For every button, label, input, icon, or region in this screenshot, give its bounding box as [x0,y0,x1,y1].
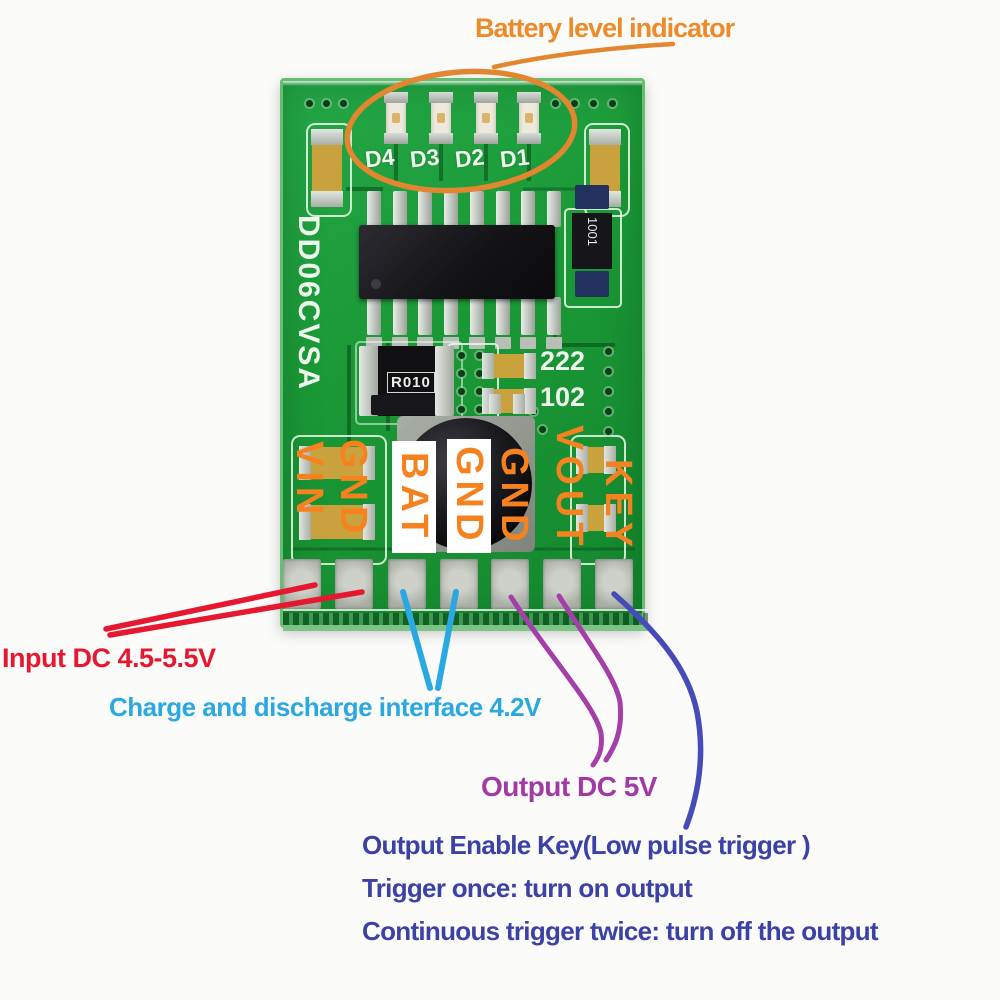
capacitor [575,271,609,297]
board-bevel [283,625,648,631]
via [458,388,465,395]
key-annotation-line3: Continuous trigger twice: turn off the o… [362,916,879,946]
pin-label-bat: BAT [392,441,436,553]
pin-label-key: KEY [597,459,639,553]
silk-line [283,609,648,611]
ic-pin [367,191,381,227]
sense-resistor-marking: R010 [387,372,435,393]
solder-pad [595,559,633,609]
input-lines [103,582,365,638]
pin-label-gnd: GND [493,447,535,547]
via [458,370,465,377]
charge-lines [400,589,459,691]
resistor-cap [435,346,454,416]
via [476,370,483,377]
pin-label-vout: VOUT [548,425,590,551]
key-annotation-line2: Trigger once: turn on output [362,873,693,903]
capacitor [576,504,616,532]
via [323,100,330,107]
battery-led [517,92,541,144]
ic-pin [495,191,510,227]
via [609,100,616,107]
resistor-1001-marking: 1001 [585,217,600,246]
output-annotation: Output DC 5V [481,771,658,802]
ic-pin [546,297,561,335]
solder-pad-small [520,337,537,349]
capacitor [489,394,525,414]
capacitor [311,129,343,207]
via [605,348,612,355]
ic-pin [444,191,459,227]
solder-pad-small [545,337,562,349]
key-annotation-line1: Output Enable Key(Low pulse trigger ) [362,830,811,860]
via [605,388,612,395]
ic-pin [469,297,484,335]
solder-pad [440,559,478,609]
output-lines [508,593,624,768]
led-die [392,113,400,123]
via [458,352,465,359]
via [458,406,465,413]
ic-chip [359,225,555,299]
ic-pin [546,191,561,227]
silk-222: 222 [540,346,586,376]
capacitor-222 [482,353,536,379]
ic-pin [444,297,459,335]
solder-pad [491,559,529,609]
led-die [437,113,445,123]
pin1-mark [371,279,381,289]
via [571,100,578,107]
silk-102: 102 [540,382,586,412]
smd-component [371,395,435,415]
via [605,428,612,435]
led-die [482,113,490,123]
ic-pin [392,191,407,227]
solder-pad [335,559,373,609]
battery-led-circle [344,68,578,194]
key-line [611,591,704,830]
board-model-silkscreen: DD06CVSA [292,215,325,392]
ic-pin [521,191,536,227]
battery-led [474,92,498,144]
board-edge-highlight [283,81,642,86]
charge-annotation: Charge and discharge interface 4.2V [109,692,541,722]
castellated-edge [283,613,648,625]
pin-label-vin: VIN [288,441,330,520]
battery-leader-line [491,41,676,70]
ic-pin [367,297,381,335]
via [476,388,483,395]
via [306,100,313,107]
ic-pin [521,297,536,335]
silk-outline [306,123,352,217]
battery-led [384,92,408,144]
battery-led [429,92,453,144]
capacitor [299,504,375,540]
capacitor [575,185,609,209]
ic-pin [392,297,407,335]
ic-pin [495,297,510,335]
ic-pin [418,191,433,227]
pin-label-gnd: GND [332,439,374,539]
ic-pin [418,297,433,335]
via [476,406,483,413]
pin-label-gnd: GND [447,439,491,553]
resistor-1001 [572,213,612,269]
led-die [525,113,533,123]
via [605,408,612,415]
via [476,352,483,359]
ic-pin [469,191,484,227]
via [605,368,612,375]
input-annotation: Input DC 4.5-5.5V [2,643,216,673]
via [340,100,347,107]
capacitor [299,446,375,480]
via [552,100,559,107]
silk-outline [564,208,622,308]
battery-annotation: Battery level indicator [475,13,735,43]
pcb-board: DD06CVSA 1001 R010 222 102 [280,78,648,631]
via [590,100,597,107]
capacitor [576,446,616,474]
via [539,426,546,433]
